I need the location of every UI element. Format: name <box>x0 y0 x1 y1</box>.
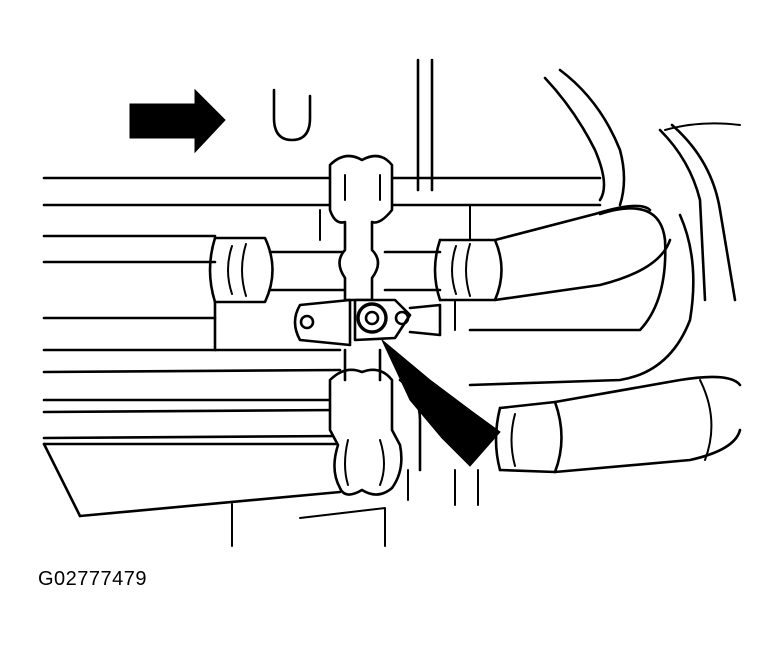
bottom-hose <box>42 442 386 547</box>
misc-detail-lines <box>214 204 471 351</box>
bolt-fitting <box>293 298 442 347</box>
pointer-arrow-icon <box>381 339 501 467</box>
middle-hose <box>208 204 672 304</box>
central-clamp-bracket <box>328 154 479 506</box>
second-tube <box>42 234 217 264</box>
direction-arrow-icon <box>129 88 226 154</box>
u-fitting <box>272 88 312 142</box>
vertical-pipes-top <box>416 58 434 192</box>
right-bend <box>468 207 695 387</box>
fifth-tube <box>42 408 342 440</box>
right-lower-hose <box>494 375 742 474</box>
fourth-tube <box>42 368 342 402</box>
curved-hose-top-right <box>543 68 741 302</box>
figure-id-label: G02777479 <box>38 568 148 590</box>
top-long-tube <box>42 176 602 207</box>
